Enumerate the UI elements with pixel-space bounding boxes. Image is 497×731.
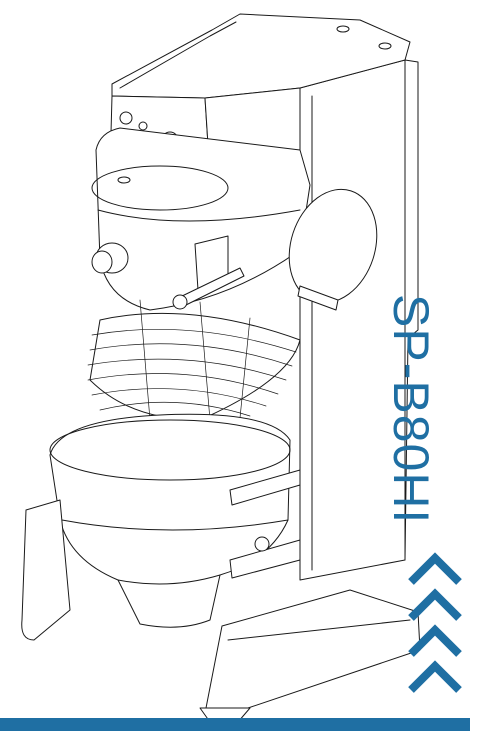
chevron-up-icon — [407, 588, 463, 624]
mixing-bowl — [49, 413, 291, 628]
chevron-up-icon — [407, 624, 463, 660]
model-number-text: SP-B80HI — [383, 294, 439, 525]
chevron-up-icon — [407, 552, 463, 588]
base-leg-right — [205, 589, 421, 709]
chevron-decoration — [407, 552, 463, 702]
whisk-attachment — [87, 299, 301, 421]
footer-accent-bar — [0, 718, 470, 731]
base-leg-left — [21, 499, 71, 641]
gear-housing — [95, 127, 311, 311]
mixer-column — [299, 59, 419, 581]
chevron-up-icon — [407, 660, 463, 696]
